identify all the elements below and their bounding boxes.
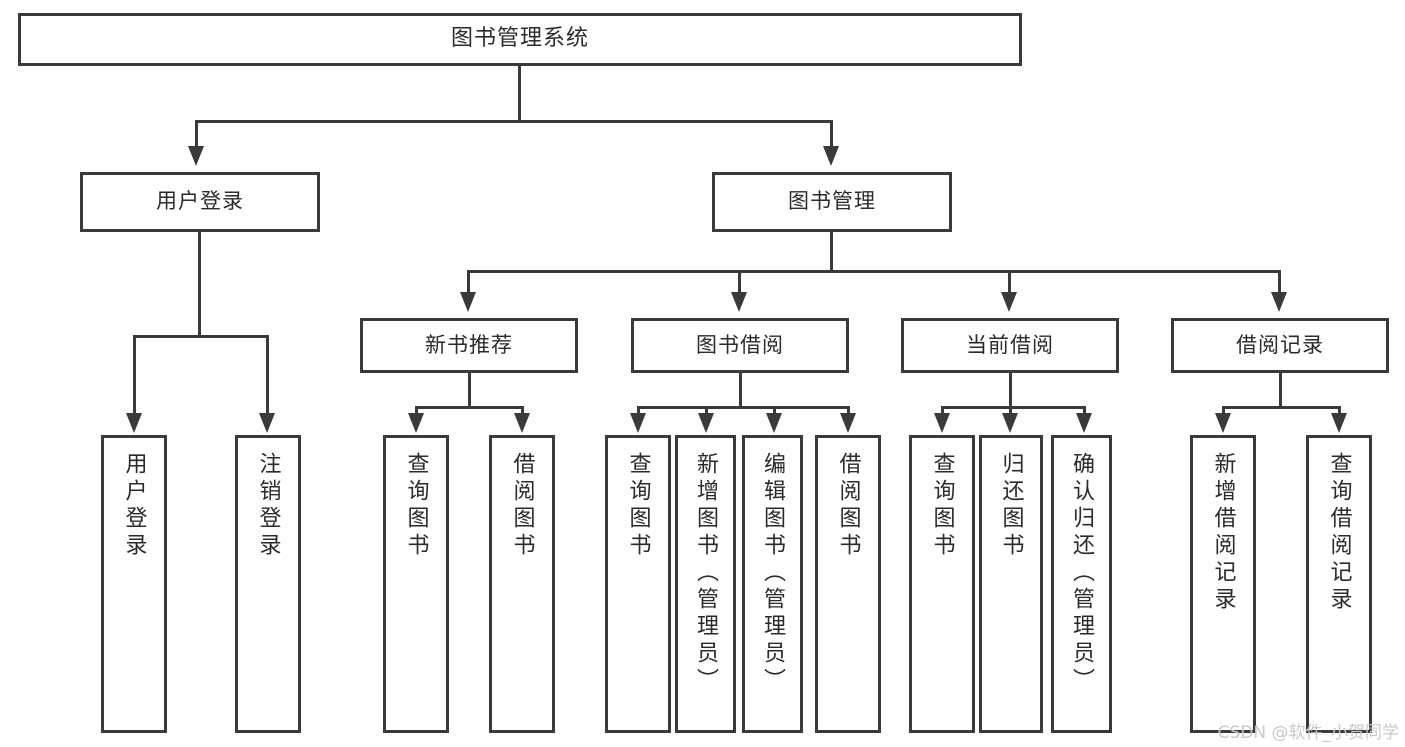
connector-recommend-stem xyxy=(468,373,471,406)
leaf-user-login[interactable]: 用户登录 xyxy=(101,435,167,733)
arrow-to-leaf-borrow-query xyxy=(630,413,646,433)
leaf-record-query[interactable]: 查询借阅记录 xyxy=(1306,435,1372,733)
leaf-label: 借阅图书 xyxy=(509,452,535,560)
connector-recommend-drop-1 xyxy=(415,406,418,415)
node-new-book-recommend[interactable]: 新书推荐 xyxy=(360,318,578,373)
arrow-to-leaf-record-add xyxy=(1215,413,1231,433)
connector-record-drop-1 xyxy=(1222,406,1225,415)
leaf-borrow-edit-book[interactable]: 编辑图书（管理员） xyxy=(742,435,803,733)
node-user-login[interactable]: 用户登录 xyxy=(80,172,320,232)
connector-current-stem xyxy=(1009,373,1012,406)
leaf-record-add[interactable]: 新增借阅记录 xyxy=(1190,435,1256,733)
connector-current-drop-2 xyxy=(1009,406,1012,415)
connector-book-manage-drop-3 xyxy=(1008,270,1011,294)
leaf-label: 归还图书 xyxy=(998,452,1024,560)
node-borrow-record[interactable]: 借阅记录 xyxy=(1171,318,1389,373)
connector-recommend-drop-2 xyxy=(521,406,524,415)
leaf-label: 新增图书（管理员） xyxy=(693,452,719,695)
connector-user-login-drop-1 xyxy=(133,335,136,415)
node-book-borrow[interactable]: 图书借阅 xyxy=(631,318,849,373)
arrow-to-current-borrow xyxy=(1001,292,1017,312)
leaf-label: 查询图书 xyxy=(625,452,651,560)
connector-book-manage-drop-1 xyxy=(467,270,470,294)
connector-user-login-stem xyxy=(198,232,201,335)
arrow-to-leaf-borrow-add xyxy=(698,413,714,433)
connector-current-bus xyxy=(941,406,1086,409)
connector-user-login-bus xyxy=(133,335,269,338)
arrow-to-leaf-borrow-edit xyxy=(766,413,782,433)
connector-borrow-stem xyxy=(739,373,742,406)
connector-record-stem xyxy=(1279,373,1282,406)
watermark-text: CSDN @软件_小贺同学 xyxy=(1217,723,1399,743)
node-root-system[interactable]: 图书管理系统 xyxy=(18,13,1022,66)
arrow-to-leaf-current-return xyxy=(1002,413,1018,433)
connector-book-manage-bus xyxy=(467,270,1281,273)
leaf-label: 查询借阅记录 xyxy=(1326,452,1352,614)
connector-borrow-drop-3 xyxy=(773,406,776,415)
connector-current-drop-1 xyxy=(941,406,944,415)
connector-book-manage-drop-2 xyxy=(738,270,741,294)
leaf-label: 注销登录 xyxy=(255,452,281,560)
connector-root-drop-left xyxy=(195,120,198,148)
connector-current-drop-3 xyxy=(1083,406,1086,415)
arrow-to-new-book-recommend xyxy=(460,292,476,312)
connector-root-bus xyxy=(195,120,833,123)
arrow-to-leaf-current-confirm xyxy=(1076,413,1092,433)
node-current-borrow[interactable]: 当前借阅 xyxy=(901,318,1119,373)
arrow-to-leaf-borrow-lend xyxy=(840,413,856,433)
arrow-to-leaf-record-query xyxy=(1331,413,1347,433)
leaf-recommend-query-book[interactable]: 查询图书 xyxy=(383,435,449,733)
arrow-to-leaf-user-login xyxy=(126,413,142,433)
leaf-label: 查询图书 xyxy=(929,452,955,560)
node-book-manage[interactable]: 图书管理 xyxy=(712,172,952,232)
connector-book-manage-drop-4 xyxy=(1278,270,1281,294)
leaf-current-confirm-return[interactable]: 确认归还（管理员） xyxy=(1051,435,1112,733)
connector-borrow-bus xyxy=(637,406,850,409)
arrow-to-leaf-logout xyxy=(259,413,275,433)
leaf-label: 查询图书 xyxy=(403,452,429,560)
leaf-label: 用户登录 xyxy=(121,452,147,560)
leaf-label: 借阅图书 xyxy=(835,452,861,560)
leaf-borrow-lend-book[interactable]: 借阅图书 xyxy=(815,435,881,733)
arrow-to-user-login xyxy=(188,146,204,166)
connector-book-manage-stem xyxy=(830,232,833,270)
arrow-to-leaf-current-query xyxy=(934,413,950,433)
connector-root-stem xyxy=(518,66,521,120)
arrow-to-book-manage xyxy=(823,146,839,166)
arrow-to-book-borrow xyxy=(731,292,747,312)
connector-record-drop-2 xyxy=(1338,406,1341,415)
leaf-borrow-query-book[interactable]: 查询图书 xyxy=(605,435,671,733)
leaf-label: 新增借阅记录 xyxy=(1210,452,1236,614)
leaf-logout[interactable]: 注销登录 xyxy=(235,435,301,733)
connector-recommend-bus xyxy=(415,406,524,409)
connector-record-bus xyxy=(1222,406,1341,409)
connector-user-login-drop-2 xyxy=(266,335,269,415)
connector-root-drop-right xyxy=(830,120,833,148)
leaf-recommend-borrow-book[interactable]: 借阅图书 xyxy=(489,435,555,733)
leaf-borrow-add-book[interactable]: 新增图书（管理员） xyxy=(675,435,736,733)
connector-borrow-drop-1 xyxy=(637,406,640,415)
arrow-to-leaf-recommend-borrow xyxy=(514,413,530,433)
leaf-current-return-book[interactable]: 归还图书 xyxy=(979,435,1043,733)
leaf-label: 确认归还（管理员） xyxy=(1069,452,1095,695)
connector-borrow-drop-2 xyxy=(705,406,708,415)
arrow-to-borrow-record xyxy=(1271,292,1287,312)
connector-borrow-drop-4 xyxy=(847,406,850,415)
arrow-to-leaf-recommend-query xyxy=(408,413,424,433)
leaf-current-query-book[interactable]: 查询图书 xyxy=(909,435,975,733)
leaf-label: 编辑图书（管理员） xyxy=(760,452,786,695)
